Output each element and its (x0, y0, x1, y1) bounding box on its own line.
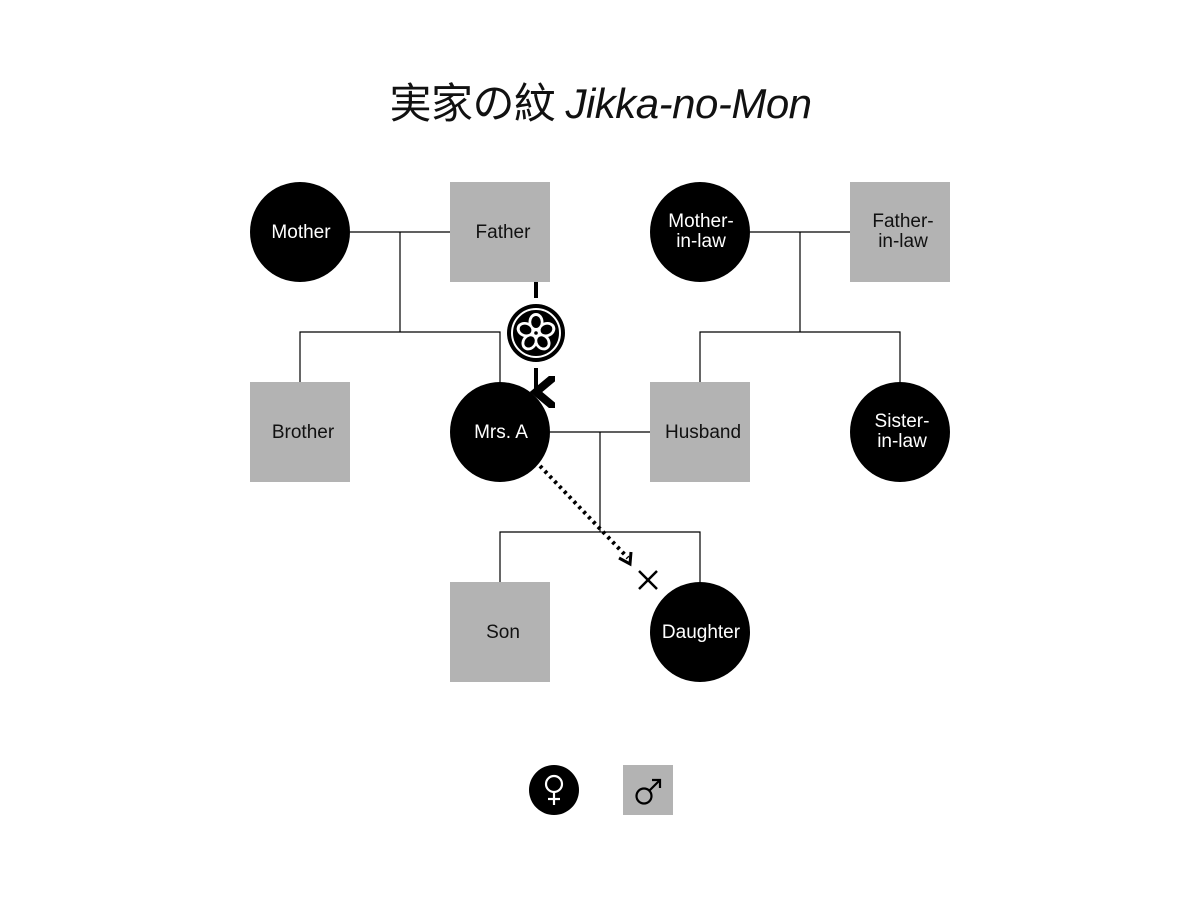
svg-text:in-law: in-law (676, 231, 726, 252)
node-label: Brother (272, 422, 335, 443)
node-daughter: Daughter (650, 582, 750, 682)
svg-text:Mrs. A: Mrs. A (474, 422, 528, 443)
svg-text:Son: Son (486, 622, 520, 643)
sibling-line-parents (299, 331, 501, 382)
node-father-in-law: Father- in-law (850, 182, 950, 282)
node-label: Mrs. A (474, 422, 528, 443)
sibling-line-in-laws (699, 331, 901, 382)
svg-text:Husband: Husband (665, 422, 741, 443)
node-husband: Husband (650, 382, 750, 482)
title-japanese: 実家の紋 (389, 79, 556, 128)
svg-text:Mother: Mother (271, 222, 331, 243)
node-label: Son (486, 622, 520, 643)
node-label: Father (476, 222, 532, 243)
node-label: Mother (271, 222, 331, 243)
connector-lines (299, 231, 901, 582)
svg-text:Father: Father (476, 222, 532, 243)
node-son: Son (450, 582, 550, 682)
legend-male (623, 765, 673, 815)
node-label-line1: Mother- (668, 211, 733, 232)
svg-text:Sister-: Sister- (875, 411, 930, 432)
svg-text:in-law: in-law (877, 431, 927, 452)
node-label-line2: in-law (878, 231, 928, 252)
node-brother: Brother (250, 382, 350, 482)
svg-text:Mother-: Mother- (668, 211, 733, 232)
no-inheritance-arrow (538, 464, 658, 590)
legend-female (529, 765, 579, 815)
node-label-line1: Father- (872, 211, 933, 232)
node-label-line2: in-law (676, 231, 726, 252)
node-label: Daughter (662, 622, 741, 643)
node-father: Father (450, 182, 550, 282)
title-romaji: Jikka-no-Mon (565, 80, 812, 127)
svg-text:Brother: Brother (272, 422, 335, 443)
node-mother: Mother (250, 182, 350, 282)
node-label-line2: in-law (877, 431, 927, 452)
sibling-line-children (499, 531, 701, 582)
node-sister-in-law: Sister- in-law (850, 382, 950, 482)
female-symbol-icon (544, 774, 564, 805)
svg-text:Father-: Father- (872, 211, 933, 232)
cross-icon (638, 570, 658, 590)
family-crest-icon (507, 304, 565, 362)
node-mother-in-law: Mother- in-law (650, 182, 750, 282)
legend (529, 765, 673, 815)
node-label-line1: Sister- (875, 411, 930, 432)
svg-text:Daughter: Daughter (662, 622, 741, 643)
svg-text:in-law: in-law (878, 231, 928, 252)
male-symbol-icon (635, 778, 662, 805)
node-label: Husband (665, 422, 741, 443)
node-mrs-a: Mrs. A (450, 382, 550, 482)
